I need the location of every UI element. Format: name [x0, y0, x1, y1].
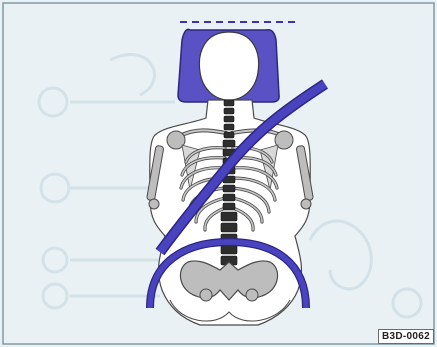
hip-joint-right: [246, 289, 258, 301]
vertebra: [221, 223, 237, 232]
hip-joint-left: [200, 289, 212, 301]
vertebra: [224, 100, 234, 106]
vertebra: [221, 212, 237, 221]
figure-code-label: B3D-0062: [378, 329, 434, 344]
vertebra: [224, 124, 234, 130]
vertebra: [224, 108, 234, 114]
vertebra: [223, 203, 235, 210]
vertebra: [223, 194, 235, 201]
vertebra: [221, 245, 237, 254]
vertebra: [223, 185, 235, 192]
head: [199, 32, 258, 100]
vertebra: [223, 140, 235, 147]
vertebra: [224, 116, 234, 122]
vertebra: [224, 132, 234, 138]
pelvis: [180, 261, 277, 300]
